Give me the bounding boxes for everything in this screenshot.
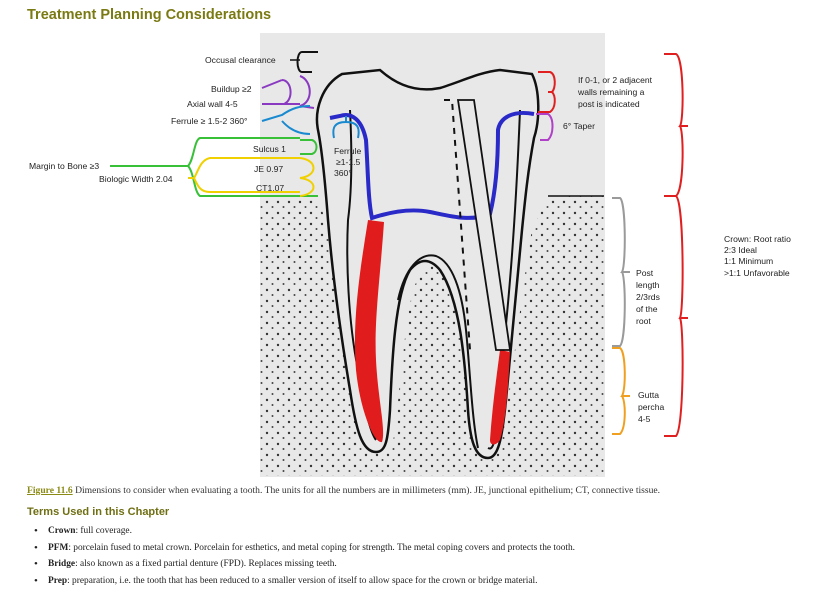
terms-list: Crown: full coverage. PFM: porcelain fus… bbox=[34, 526, 575, 592]
tooth-diagram: Occusal clearance Buildup ≥2 Axial wall … bbox=[0, 0, 831, 480]
term-definition: : full coverage. bbox=[75, 526, 131, 536]
label-ferrule-inner-1: Ferrule bbox=[334, 146, 361, 156]
label-crown-root-1: Crown: Root ratio bbox=[724, 234, 791, 244]
label-post-5: root bbox=[636, 316, 651, 326]
label-ferrule-inner-2: ≥1-1.5 bbox=[336, 157, 361, 167]
label-occlusal-clearance: Occusal clearance bbox=[205, 55, 276, 65]
figure-label[interactable]: Figure 11.6 bbox=[27, 485, 73, 496]
label-crown-root-4: >1:1 Unfavorable bbox=[724, 268, 790, 278]
caption-text: Dimensions to consider when evaluating a… bbox=[73, 485, 660, 496]
gutta-bracket bbox=[612, 348, 630, 434]
label-ferrule-left: Ferrule ≥ 1.5-2 360° bbox=[171, 116, 247, 126]
label-crown-root-2: 2:3 Ideal bbox=[724, 245, 757, 255]
list-item: Bridge: also known as a fixed partial de… bbox=[34, 559, 575, 576]
term-definition: : porcelain fused to metal crown. Porcel… bbox=[68, 543, 575, 553]
crown-root-bracket bbox=[664, 54, 688, 436]
label-sulcus: Sulcus 1 bbox=[253, 144, 286, 154]
label-gutta-3: 4-5 bbox=[638, 414, 651, 424]
label-biologic-width: Biologic Width 2.04 bbox=[99, 174, 173, 184]
term-definition: : preparation, i.e. the tooth that has b… bbox=[67, 576, 537, 586]
label-post-1: Post bbox=[636, 268, 654, 278]
term-definition: : also known as a fixed partial denture … bbox=[75, 559, 337, 569]
list-item: Crown: full coverage. bbox=[34, 526, 575, 543]
label-gutta-1: Gutta bbox=[638, 390, 659, 400]
label-post-4: of the bbox=[636, 304, 658, 314]
term-name: PFM bbox=[48, 543, 68, 553]
label-margin-to-bone: Margin to Bone ≥3 bbox=[29, 161, 99, 171]
list-item: PFM: porcelain fused to metal crown. Por… bbox=[34, 543, 575, 560]
label-walls-3: post is indicated bbox=[578, 99, 640, 109]
term-name: Crown bbox=[48, 526, 75, 536]
label-post-2: length bbox=[636, 280, 660, 290]
label-ferrule-inner-3: 360° bbox=[334, 168, 352, 178]
label-je: JE 0.97 bbox=[254, 164, 283, 174]
label-post-3: 2/3rds bbox=[636, 292, 660, 302]
figure-caption: Figure 11.6 Dimensions to consider when … bbox=[27, 485, 660, 496]
term-name: Prep bbox=[48, 576, 67, 586]
label-gutta-2: percha bbox=[638, 402, 664, 412]
terms-heading: Terms Used in this Chapter bbox=[27, 506, 169, 518]
label-taper: 6° Taper bbox=[563, 121, 595, 131]
term-name: Bridge bbox=[48, 559, 75, 569]
label-ct: CT1.07 bbox=[256, 183, 284, 193]
label-walls-1: If 0-1, or 2 adjacent bbox=[578, 75, 653, 85]
label-crown-root-3: 1:1 Minimum bbox=[724, 256, 773, 266]
post-length-bracket bbox=[612, 198, 630, 346]
label-axial-wall: Axial wall 4-5 bbox=[187, 99, 238, 109]
label-walls-2: walls remaining a bbox=[577, 87, 645, 97]
label-buildup: Buildup ≥2 bbox=[211, 84, 252, 94]
